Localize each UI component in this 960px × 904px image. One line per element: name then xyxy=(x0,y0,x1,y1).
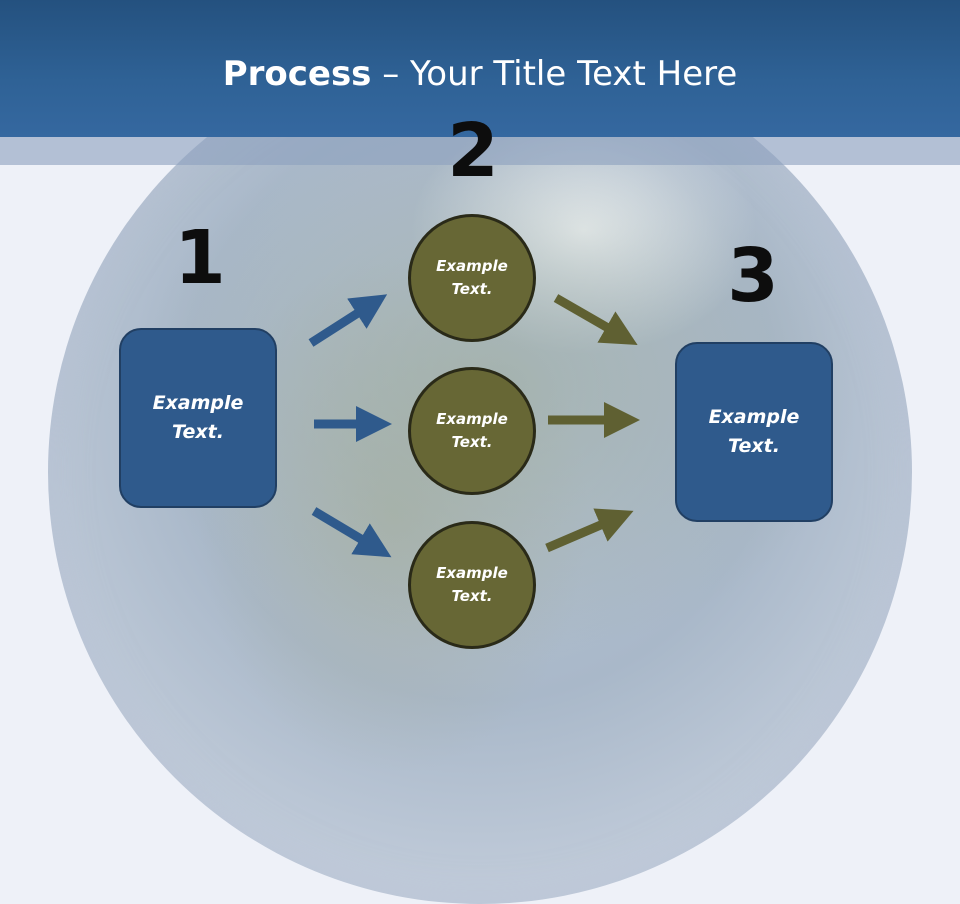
step-3-number: 3 xyxy=(727,233,779,319)
step-2-item-3-label: Example Text. xyxy=(436,564,508,605)
step-2-item-1-label: Example Text. xyxy=(436,257,508,298)
arrow-2-bottom-to-3 xyxy=(545,508,634,553)
step-2-item-2-label: Example Text. xyxy=(436,410,508,451)
step-2-number: 2 xyxy=(447,108,499,194)
title-band xyxy=(0,137,960,165)
title-bold: Process xyxy=(222,54,372,94)
arrow-1-to-2-top xyxy=(308,294,388,347)
step-1-label: Example Text. xyxy=(152,392,244,443)
step-1-number: 1 xyxy=(174,215,226,301)
step-2-circle-middle: Example Text. xyxy=(408,367,536,495)
step-1-box: Example Text. xyxy=(119,328,277,508)
step-3-box: Example Text. xyxy=(675,342,833,522)
slide-title: Process – Your Title Text Here xyxy=(0,52,960,96)
step-2-circle-top: Example Text. xyxy=(408,214,536,342)
arrows-layer xyxy=(308,294,640,558)
title-bar xyxy=(0,0,960,137)
arrow-1-to-2-bottom xyxy=(311,507,392,558)
arrow-2-top-to-3 xyxy=(553,294,638,345)
step-3-label: Example Text. xyxy=(708,406,800,457)
step-2-circle-bottom: Example Text. xyxy=(408,521,536,649)
title-rest: – Your Title Text Here xyxy=(371,54,738,94)
